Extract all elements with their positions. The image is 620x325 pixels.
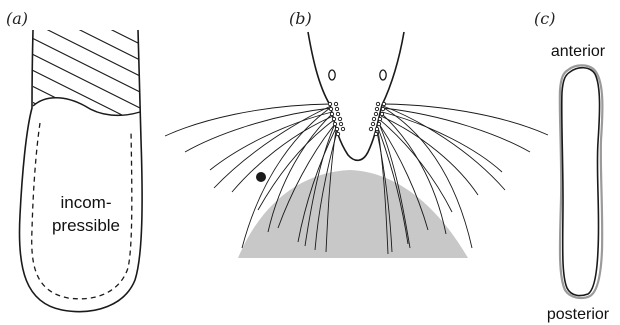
posterior-label: posterior [547, 306, 610, 323]
particle-dot [256, 172, 266, 182]
panel-a: (a) incom- pressi [0, 0, 200, 312]
panel-b-label: (b) [289, 9, 312, 28]
left-eye [329, 70, 335, 80]
panel-c-label: (c) [534, 9, 555, 28]
incompressible-text-2: pressible [52, 216, 120, 235]
panel-b: (b) [165, 9, 548, 258]
cell-outline-grey [560, 65, 603, 298]
panel-a-label: (a) [6, 9, 28, 28]
panel-c: (c) anterior posterior [534, 9, 610, 323]
anterior-label: anterior [551, 43, 606, 60]
right-eye [380, 70, 386, 80]
left-cilia-bases [328, 102, 344, 135]
hatched-region [0, 0, 200, 202]
cell-outline-black [562, 68, 600, 296]
incompressible-text-1: incom- [60, 193, 111, 212]
tube-outline [19, 30, 142, 312]
